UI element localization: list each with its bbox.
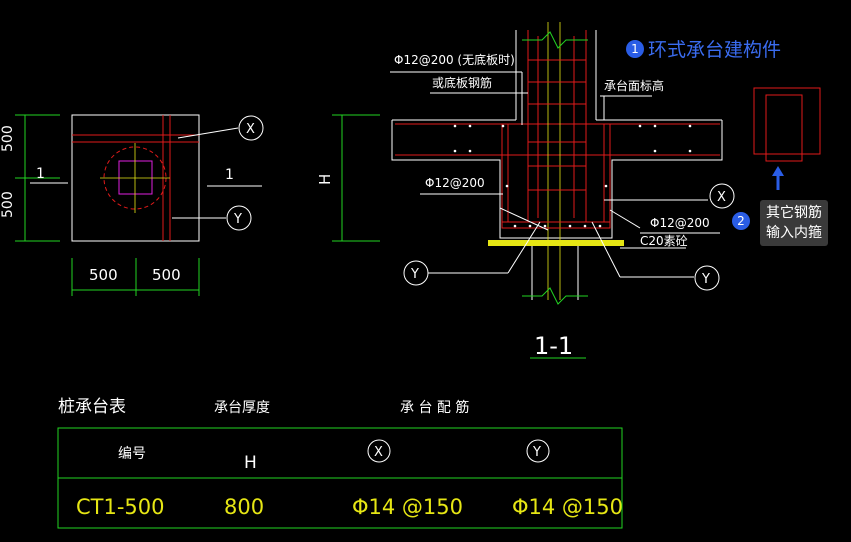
axis-y-circle: [403, 260, 429, 286]
header-y: Y: [532, 445, 541, 460]
cap-top-elevation: 承台面标高: [604, 78, 664, 93]
arrow-icon: [772, 166, 784, 176]
axis-x-circle: [709, 183, 735, 209]
inner-stirrup-preview[interactable]: [753, 87, 821, 155]
axis-y-circle: [694, 265, 720, 291]
leader-line: [499, 207, 549, 231]
section-view: H: [316, 22, 821, 360]
section-title: 1-1: [534, 332, 573, 360]
header-code: 编号: [118, 446, 146, 462]
section-axis-y-right: Y: [701, 272, 710, 287]
axis-y-circle: [226, 205, 252, 231]
slope-right: 1: [225, 167, 234, 183]
bottom-right-rebar: Φ12@200: [650, 216, 710, 230]
col-thickness: 承台厚度: [214, 400, 270, 416]
column-square: [118, 160, 153, 195]
callout-other-rebar-number: 2: [732, 212, 750, 230]
header-y-circle: [526, 439, 550, 463]
callout-line2: 输入内箍: [766, 225, 822, 241]
break-line: [522, 287, 588, 305]
dim-bottom-left: 500: [89, 266, 118, 284]
height-label: H: [316, 174, 334, 185]
leader-line: [609, 209, 641, 229]
cushion-layer: [488, 240, 624, 246]
header-x-circle: [367, 439, 391, 463]
plan-view: 500 500 500 500 1 1 X Y: [0, 114, 264, 296]
pile-cap-outline: [71, 114, 200, 242]
break-line: [522, 31, 588, 49]
header-x: X: [374, 445, 383, 460]
row-code: CT1-500: [76, 495, 165, 519]
inner-stirrup-preview[interactable]: [765, 94, 803, 162]
dim-left-top: 500: [0, 125, 16, 152]
section-axis-x: X: [717, 190, 726, 205]
slab-outline: [391, 120, 723, 239]
axis-y-label: Y: [233, 212, 242, 227]
callout-other-rebar[interactable]: 其它钢筋 输入内箍: [760, 200, 828, 246]
leader-line: [507, 221, 541, 274]
callout-line1: 其它钢筋: [766, 205, 822, 221]
leader-line: [177, 127, 239, 139]
pile-cap-table: 桩承台表 承台厚度 承 台 配 筋 编号 H X Y CT1-500 800 Φ…: [57, 397, 623, 529]
cushion-label: C20素砼: [640, 234, 688, 248]
axis-x-circle: [238, 115, 264, 141]
callout-ring-cap[interactable]: 1 环式承台建构件: [626, 35, 781, 62]
top-rebar-note: Φ12@200 (无底板时): [394, 52, 515, 67]
leader-line: [591, 221, 621, 278]
col-reinforcement: 承 台 配 筋: [400, 399, 469, 416]
header-h: H: [244, 453, 257, 473]
cap-rebar: [501, 124, 611, 229]
section-axis-y-left: Y: [410, 267, 419, 282]
slab-rebar-note: 或底板钢筋: [432, 75, 492, 90]
row-x: Φ14 @150: [352, 495, 463, 519]
dim-left-bottom: 500: [0, 191, 16, 218]
row-h: 800: [224, 495, 264, 519]
callout-number: 2: [732, 212, 750, 230]
rebar-dots: [453, 124, 692, 228]
slope-left: 1: [36, 166, 45, 182]
side-rebar-label: Φ12@200: [425, 176, 485, 190]
row-y: Φ14 @150: [512, 495, 623, 519]
callout-label: 环式承台建构件: [648, 39, 782, 61]
table-title: 桩承台表: [58, 397, 126, 417]
callout-number: 1: [626, 39, 644, 58]
dim-bottom-right: 500: [152, 266, 181, 284]
axis-x-label: X: [246, 122, 255, 137]
